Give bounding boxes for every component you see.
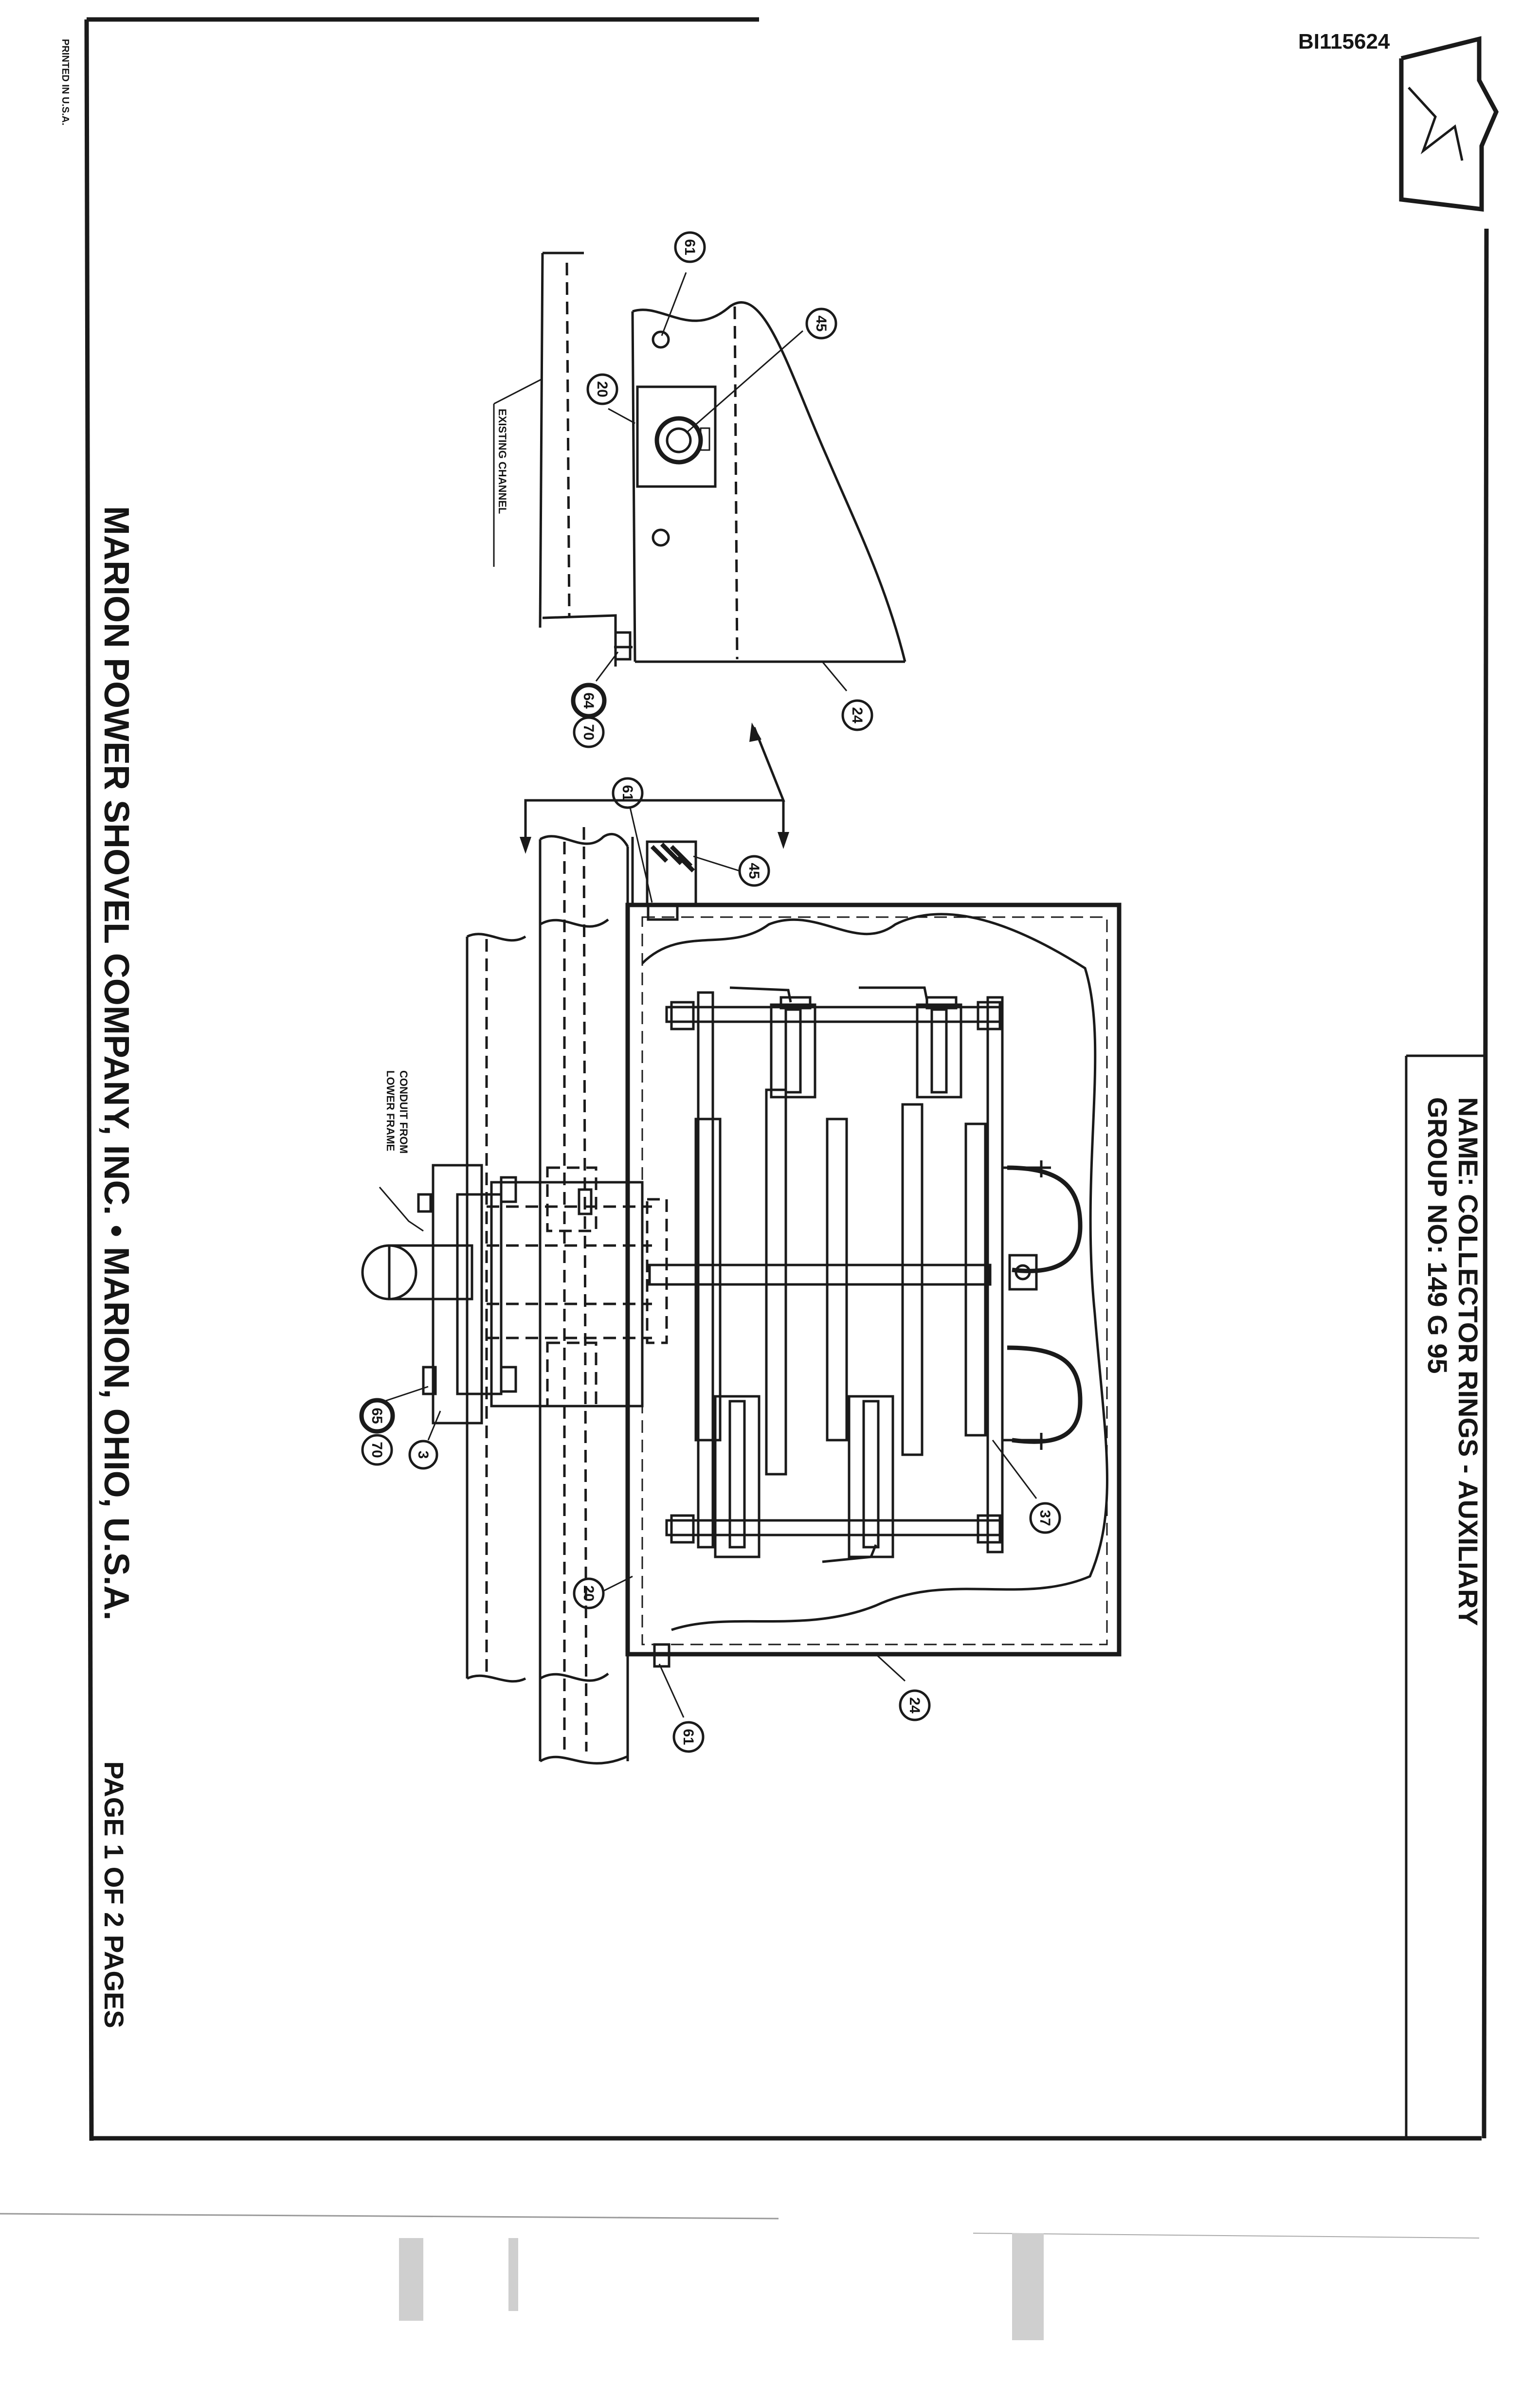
svg-text:CONDUIT FROM: CONDUIT FROM: [398, 1070, 410, 1154]
svg-text:61: 61: [680, 1729, 696, 1745]
callouts: 61 20 45 24 64 70 61: [359, 231, 1061, 1753]
svg-text:EXISTING CHANNEL: EXISTING CHANNEL: [496, 409, 508, 514]
svg-text:20: 20: [594, 381, 610, 397]
sheet-border: [84, 17, 1489, 2141]
company-logo: [1399, 36, 1499, 212]
callout-3: 3: [408, 1410, 441, 1470]
callout-65-70-mid: 65 70: [359, 1386, 429, 1466]
section-arrows: [520, 722, 789, 854]
svg-text:65: 65: [369, 1408, 385, 1424]
document-id: BI115624: [1298, 30, 1390, 54]
callout-24-top: 24: [821, 661, 873, 731]
drawing-name: NAME: COLLECTOR RINGS - AUXILIARY: [1453, 1097, 1484, 1626]
svg-text:70: 70: [580, 724, 597, 740]
printed-in-label: PRINTED IN U.S.A.: [60, 39, 71, 126]
callout-20-bottom: 20: [573, 1575, 633, 1609]
svg-text:3: 3: [415, 1451, 431, 1459]
detail-view-top: [539, 252, 906, 667]
svg-text:45: 45: [813, 315, 829, 331]
existing-channel-label: EXISTING CHANNEL: [493, 379, 542, 567]
svg-text:37: 37: [1037, 1510, 1053, 1526]
conduit-label: CONDUIT FROM LOWER FRAME: [379, 1070, 424, 1232]
svg-text:24: 24: [906, 1697, 923, 1714]
company-name: MARION POWER SHOVEL COMPANY, INC. • MARI…: [97, 506, 136, 1621]
callout-24-bottom: 24: [875, 1653, 931, 1721]
callout-61-mid: 61: [612, 777, 653, 903]
svg-text:61: 61: [619, 785, 635, 801]
group-number: GROUP NO: 149 G 95: [1422, 1097, 1453, 1374]
main-assembly-view: [361, 827, 1122, 1765]
svg-text:70: 70: [369, 1442, 385, 1458]
svg-text:45: 45: [746, 863, 762, 879]
svg-text:24: 24: [849, 707, 865, 723]
callout-64-70-top: 64 70: [571, 651, 619, 748]
callout-20-top: 20: [586, 373, 635, 424]
callout-61-bottom: 61: [653, 1643, 705, 1753]
svg-text:LOWER FRAME: LOWER FRAME: [384, 1070, 397, 1151]
callout-37: 37: [992, 1440, 1061, 1534]
scan-artifacts: [0, 2213, 1480, 2340]
svg-text:20: 20: [580, 1585, 597, 1601]
callout-61-top: 61: [661, 231, 706, 336]
callout-45-mid: 45: [693, 855, 770, 887]
svg-text:61: 61: [682, 239, 698, 255]
svg-text:64: 64: [580, 692, 597, 709]
callout-45-top: 45: [686, 307, 837, 434]
page-number: PAGE 1 OF 2 PAGES: [99, 1761, 129, 2028]
